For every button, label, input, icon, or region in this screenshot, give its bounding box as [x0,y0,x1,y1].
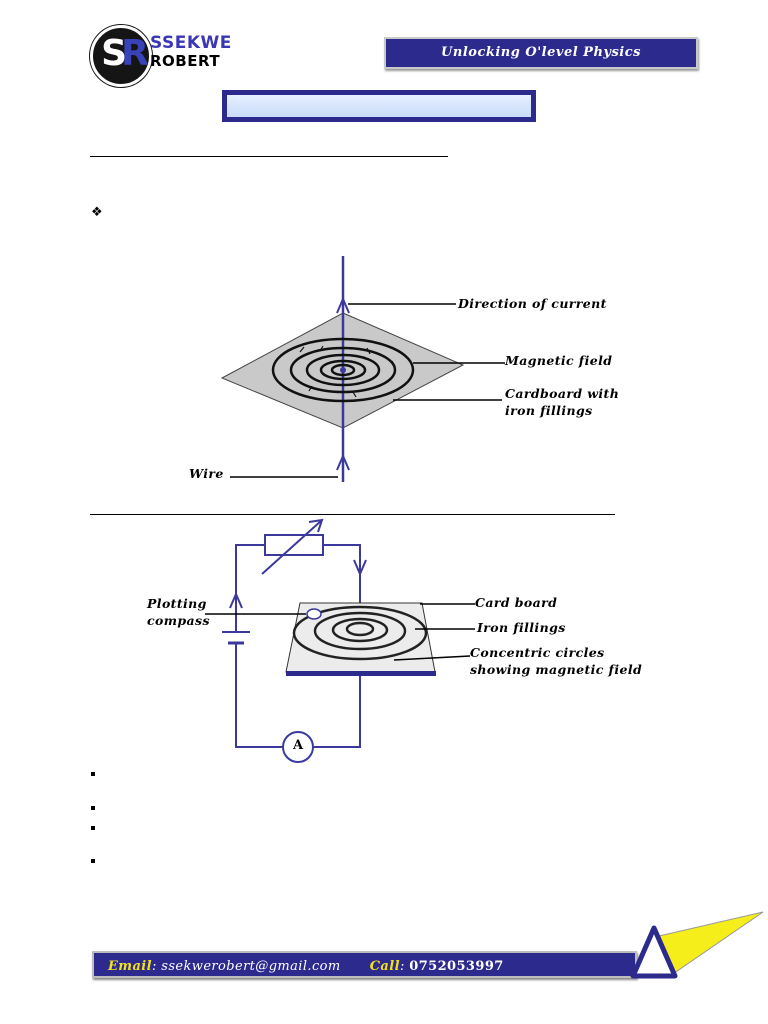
section-rule-1 [90,156,448,157]
diamond-bullet-icon: ❖ [91,205,103,220]
label-concentric-line1: Concentric circles [470,645,605,660]
logo-badge [90,25,152,87]
header-banner: Unlocking O'level Physics [384,37,698,69]
label-cardboard-line2: iron fillings [505,403,593,418]
footer-email-label: Email [108,959,152,974]
label-cardboard-line1: Cardboard with [505,386,620,401]
square-bullet-icon [91,806,95,810]
ammeter-label: A [292,738,304,753]
label-wire: Wire [189,466,224,481]
label-magnetic-field: Magnetic field [505,353,613,368]
square-bullet-icon [91,859,95,863]
label-concentric-line2: showing magnetic field [470,662,643,677]
footer-contact-bar: Email: ssekwerobert@gmail.com Call: 0752… [92,951,637,978]
logo-letters: SR [101,33,149,74]
square-bullet-icon [91,772,95,776]
square-bullet-icon [91,826,95,830]
brand-name-line2: ROBERT [150,52,221,70]
brand-name-line1: SSEKWE [150,33,232,53]
label-plotting-line2: compass [147,613,210,628]
section-rule-2 [90,514,615,515]
label-direction-of-current: Direction of current [458,296,607,311]
footer-call-label: Call [369,959,400,974]
footer-email-value: ssekwerobert@gmail.com [161,959,341,974]
label-card-board: Card board [475,595,558,610]
footer-call-value: 0752053997 [409,959,504,974]
label-plotting-line1: Plotting [147,596,207,611]
label-iron-fillings: Iron fillings [477,620,566,635]
title-box [222,90,536,122]
